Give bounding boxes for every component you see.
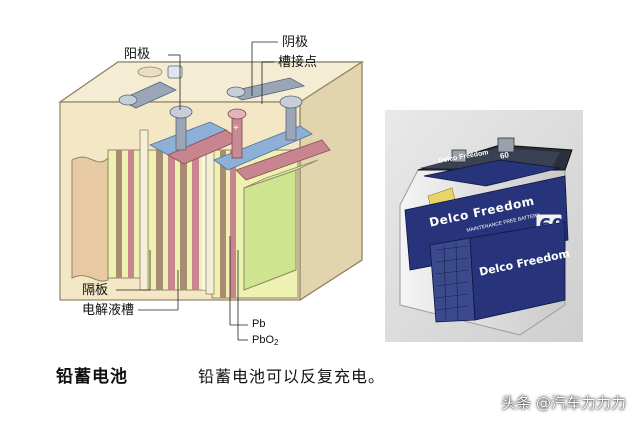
label-pbo2-base: PbO — [252, 334, 275, 346]
label-cathode-terminal: 槽接点 — [278, 55, 318, 70]
battery-model-number: 60 — [539, 215, 565, 236]
battery-top-model-number: 60 — [499, 150, 510, 161]
label-pbo2-subscript: 2 — [274, 338, 279, 347]
watermark: 头条 @汽车力力力 — [501, 394, 626, 412]
label-pbo2: PbO2 — [252, 335, 278, 347]
caption-description: 铅蓄电池可以反复充电。 — [198, 367, 386, 386]
label-separator: 隔板 — [82, 283, 109, 298]
label-cathode: 阴极 — [282, 35, 309, 50]
label-pb: Pb — [252, 318, 266, 330]
caption-title: 铅蓄电池 — [56, 367, 128, 387]
label-electrolyte-tank: 电解液槽 — [82, 303, 135, 318]
label-anode: 阳极 — [124, 47, 151, 62]
svg-text:+: + — [233, 123, 239, 134]
